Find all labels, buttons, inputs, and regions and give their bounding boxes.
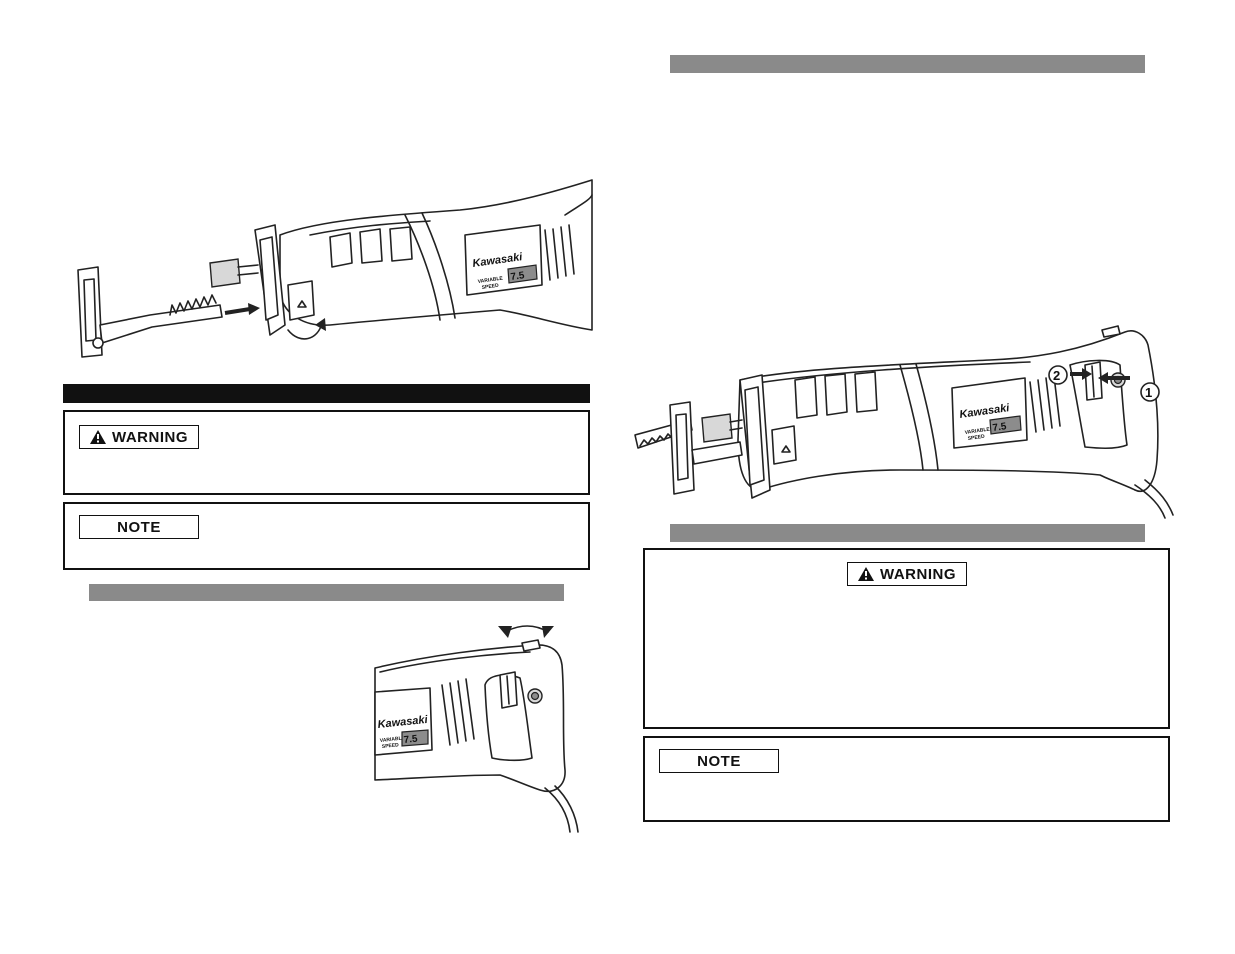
warning-label: WARNING — [79, 425, 199, 449]
note-label-text: NOTE — [697, 752, 741, 770]
warning-box-left: WARNING — [63, 410, 590, 495]
section-bar-gray-right-mid — [670, 524, 1145, 542]
speed-label: VARIABLE — [380, 735, 406, 744]
note-label: NOTE — [79, 515, 199, 539]
insert-arrow-icon — [224, 307, 251, 315]
amps-label: 7.5 — [403, 734, 418, 746]
figure-handle-rotation: Kawasaki VARIABLE SPEED 7.5 — [374, 625, 579, 833]
figure-blade-insertion: Kawasaki VARIABLE SPEED 7.5 — [77, 179, 593, 358]
note-label-text: NOTE — [117, 518, 161, 536]
section-bar-gray-right-top — [670, 55, 1145, 73]
callout-2: 2 — [1053, 368, 1060, 383]
brand-label: Kawasaki — [377, 714, 429, 731]
warning-label-text: WARNING — [112, 428, 188, 446]
section-bar-gray-left — [89, 584, 564, 601]
amps-label: 7.5 — [510, 270, 526, 283]
note-label: NOTE — [659, 749, 779, 773]
warning-box-right: WARNING — [643, 548, 1170, 729]
speed-label: VARIABLE — [964, 426, 990, 436]
warning-triangle-icon — [858, 567, 874, 581]
note-box-left: NOTE — [63, 502, 590, 570]
note-box-right: NOTE — [643, 736, 1170, 822]
section-bar-black — [63, 384, 590, 403]
speed-label-2: SPEED — [481, 283, 499, 291]
callout-1: 1 — [1145, 385, 1152, 400]
speed-label: VARIABLE — [477, 275, 503, 285]
warning-label-text: WARNING — [880, 565, 956, 583]
warning-label: WARNING — [847, 562, 967, 586]
warning-triangle-icon — [90, 430, 106, 444]
speed-label-2: SPEED — [967, 434, 985, 442]
figure-saw-switch: Kawasaki VARIABLE SPEED 7.5 1 2 — [634, 325, 1174, 519]
speed-label-2: SPEED — [382, 742, 400, 750]
amps-label: 7.5 — [992, 421, 1008, 434]
